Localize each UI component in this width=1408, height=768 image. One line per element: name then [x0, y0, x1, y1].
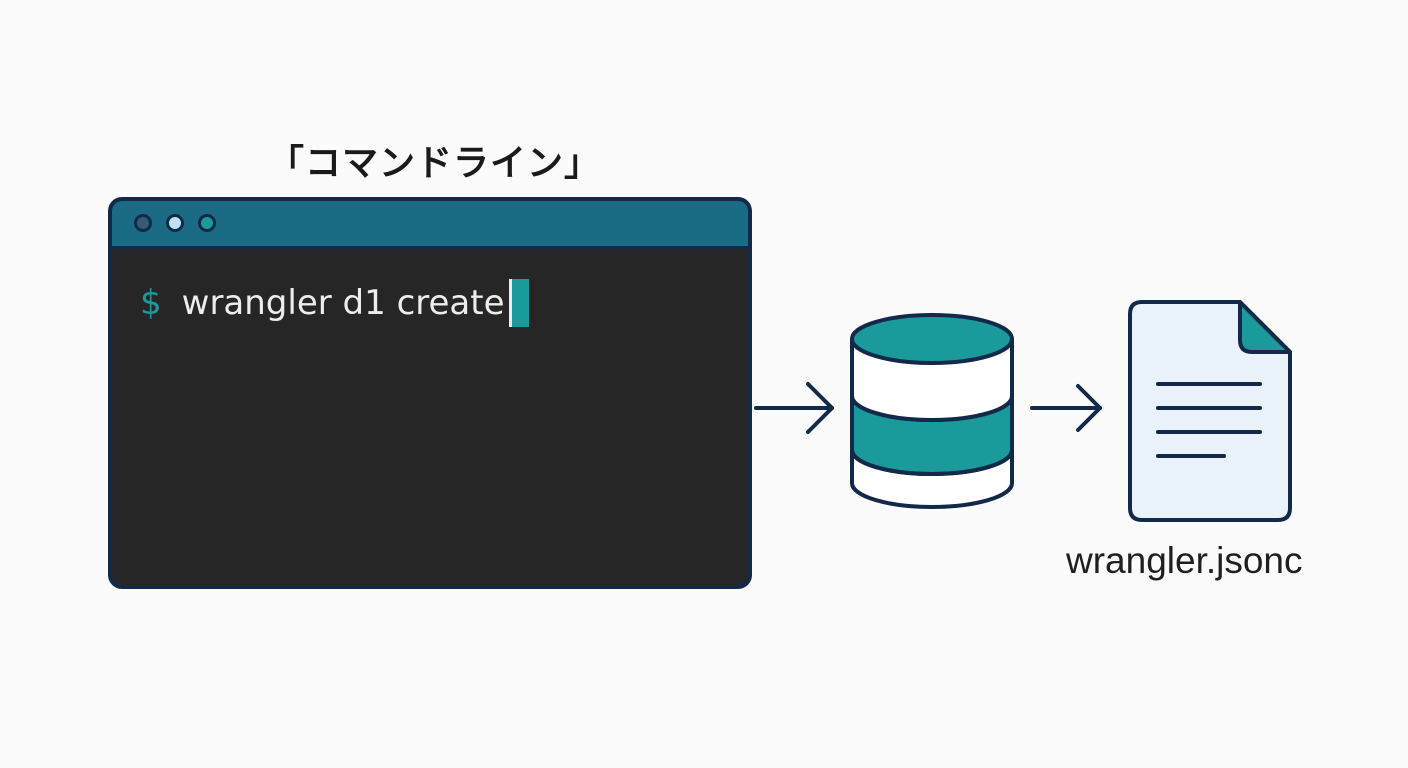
- terminal-window: $ wrangler d1 create: [108, 197, 752, 589]
- document-icon: [1128, 300, 1292, 522]
- window-control-dot-icon: [134, 214, 152, 232]
- terminal-titlebar: [112, 201, 748, 249]
- terminal-command-text: wrangler d1 create: [181, 283, 505, 323]
- window-control-dot-icon: [166, 214, 184, 232]
- diagram-title: 「コマンドライン」: [268, 143, 602, 184]
- window-control-dot-icon: [198, 214, 216, 232]
- arrow-right-icon: [1030, 384, 1102, 432]
- text-cursor-icon: [508, 279, 529, 327]
- file-name-label: wrangler.jsonc: [1066, 540, 1303, 581]
- database-icon: [850, 313, 1014, 509]
- terminal-prompt: $: [140, 283, 162, 323]
- arrow-right-icon: [754, 382, 834, 434]
- terminal-command-line: $ wrangler d1 create: [140, 279, 529, 327]
